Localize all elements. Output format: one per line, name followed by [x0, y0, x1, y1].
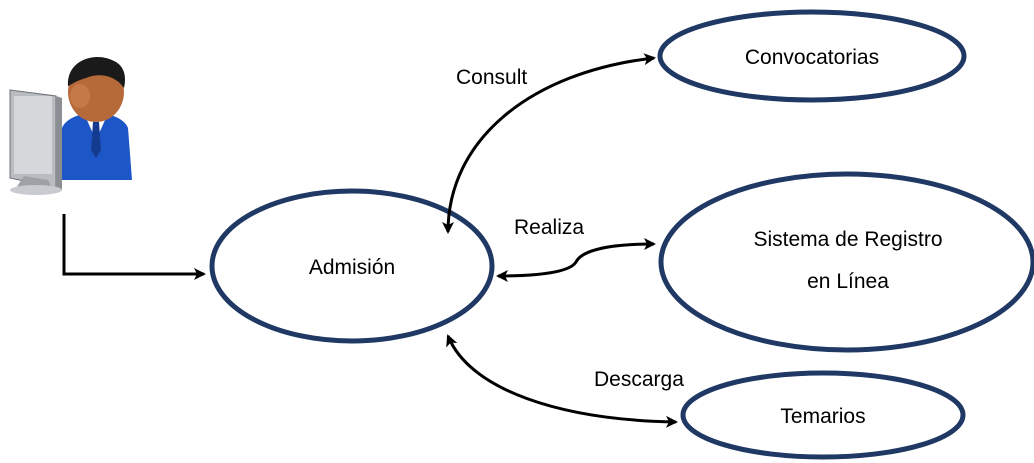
- actor-connector: [62, 214, 206, 280]
- temarios-label: Temarios: [780, 405, 865, 428]
- user-at-computer-icon: [9, 56, 132, 195]
- sistema-registro-label-line2: en Línea: [807, 270, 889, 293]
- admision-node: [209, 188, 495, 344]
- consult-edge: [442, 53, 656, 234]
- descarga-edge: [446, 334, 678, 428]
- realiza-label: Realiza: [514, 216, 584, 239]
- admision-label: Admisión: [309, 256, 395, 279]
- consult-label: Consult: [456, 66, 527, 89]
- realiza-edge: [496, 238, 656, 282]
- descarga-label: Descarga: [594, 368, 684, 391]
- sistema-registro-node: [658, 171, 1034, 353]
- sistema-registro-label-line1: Sistema de Registro: [753, 228, 942, 251]
- convocatorias-node: [657, 9, 967, 103]
- convocatorias-label: Convocatorias: [745, 46, 879, 69]
- temarios-node: [680, 370, 966, 460]
